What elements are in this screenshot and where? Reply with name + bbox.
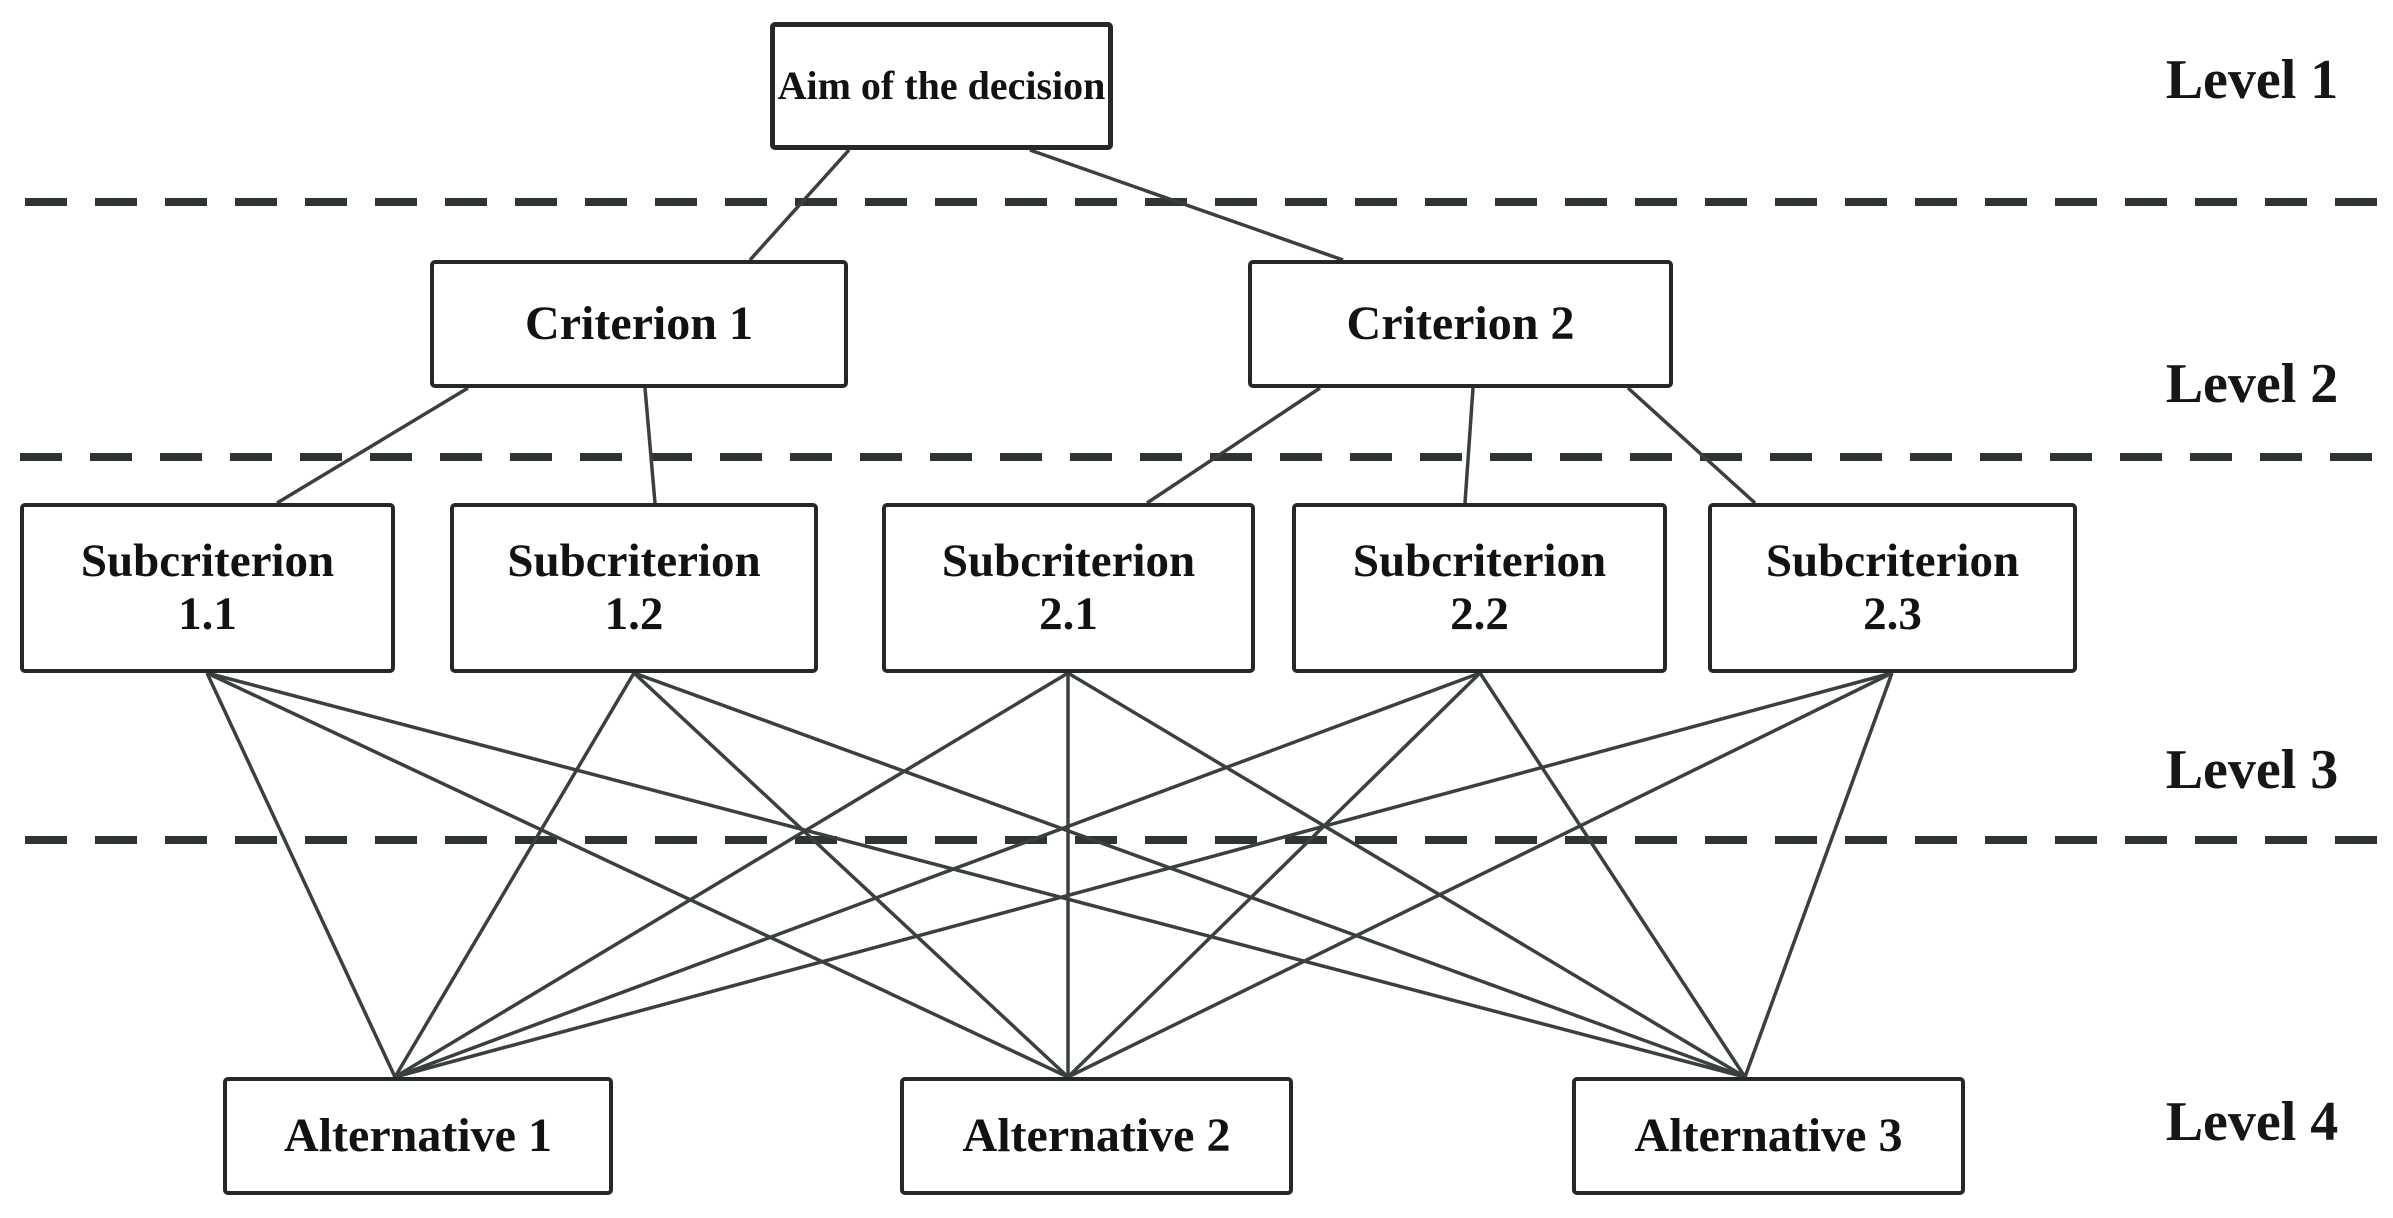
node-subcriterion-2-3-index: 2.3	[1863, 588, 1922, 640]
edge-line	[393, 672, 636, 1078]
edge-line	[633, 671, 1746, 1079]
node-subcriterion-1-2: Subcriterion 1.2	[450, 503, 818, 673]
level-label-2: Level 2	[2165, 353, 2339, 415]
node-subcriterion-1-1: Subcriterion 1.1	[20, 503, 395, 673]
node-aim-label: Aim of the decision	[777, 62, 1106, 108]
level-label-3: Level 3	[2165, 739, 2339, 801]
edge-line	[643, 387, 657, 504]
node-criterion-2-label: Criterion 2	[1346, 297, 1575, 351]
edges-subcriteria-to-alternatives	[205, 671, 1894, 1079]
node-subcriterion-2-2-name: Subcriterion	[1352, 535, 1607, 588]
node-alternative-3: Alternative 3	[1572, 1077, 1965, 1195]
node-subcriterion-2-1-index: 2.1	[1039, 588, 1098, 640]
edge-line	[394, 671, 1481, 1079]
node-alternative-2: Alternative 2	[900, 1077, 1293, 1195]
node-alternative-1-label: Alternative 1	[284, 1109, 552, 1163]
edge-line	[205, 672, 397, 1078]
edge-line	[1146, 386, 1321, 505]
level-label-1: Level 1	[2165, 49, 2339, 111]
edge-line	[1463, 387, 1475, 504]
level-separators	[20, 198, 2385, 844]
node-subcriterion-1-1-name: Subcriterion	[80, 535, 335, 588]
edge-line	[1067, 671, 1893, 1079]
node-alternative-3-label: Alternative 3	[1634, 1109, 1903, 1163]
edge-line	[1626, 386, 1757, 505]
node-subcriterion-2-2: Subcriterion 2.2	[1292, 503, 1667, 673]
edges-aim-to-criteria	[748, 148, 1344, 262]
node-criterion-1: Criterion 1	[430, 260, 848, 388]
edge-line	[748, 148, 851, 262]
level-label-4: Level 4	[2165, 1091, 2339, 1153]
edge-line	[276, 386, 469, 505]
node-criterion-1-label: Criterion 1	[525, 297, 753, 351]
node-criterion-2: Criterion 2	[1248, 260, 1673, 388]
node-alternative-1: Alternative 1	[223, 1077, 613, 1195]
node-subcriterion-2-1: Subcriterion 2.1	[882, 503, 1255, 673]
edge-line	[1067, 671, 1746, 1079]
edge-line	[394, 671, 1893, 1079]
edges-criteria-to-subcriteria	[276, 386, 1757, 505]
node-subcriterion-2-3: Subcriterion 2.3	[1708, 503, 2077, 673]
edge-line	[206, 671, 1746, 1079]
node-subcriterion-1-2-name: Subcriterion	[507, 535, 761, 588]
node-subcriterion-2-3-name: Subcriterion	[1765, 535, 2020, 588]
edge-line	[632, 671, 1070, 1079]
edge-line	[1478, 672, 1747, 1078]
edge-line	[1066, 671, 1482, 1079]
node-alternative-2-label: Alternative 2	[962, 1109, 1231, 1163]
edge-line	[1029, 148, 1344, 262]
node-subcriterion-1-1-index: 1.1	[178, 588, 237, 640]
node-subcriterion-2-2-index: 2.2	[1450, 588, 1509, 640]
edge-line	[206, 671, 1069, 1079]
node-aim: Aim of the decision	[770, 22, 1113, 150]
edge-line	[1743, 672, 1894, 1078]
node-subcriterion-2-1-name: Subcriterion	[941, 535, 1196, 588]
edge-line	[394, 671, 1069, 1079]
node-subcriterion-1-2-index: 1.2	[604, 588, 664, 640]
